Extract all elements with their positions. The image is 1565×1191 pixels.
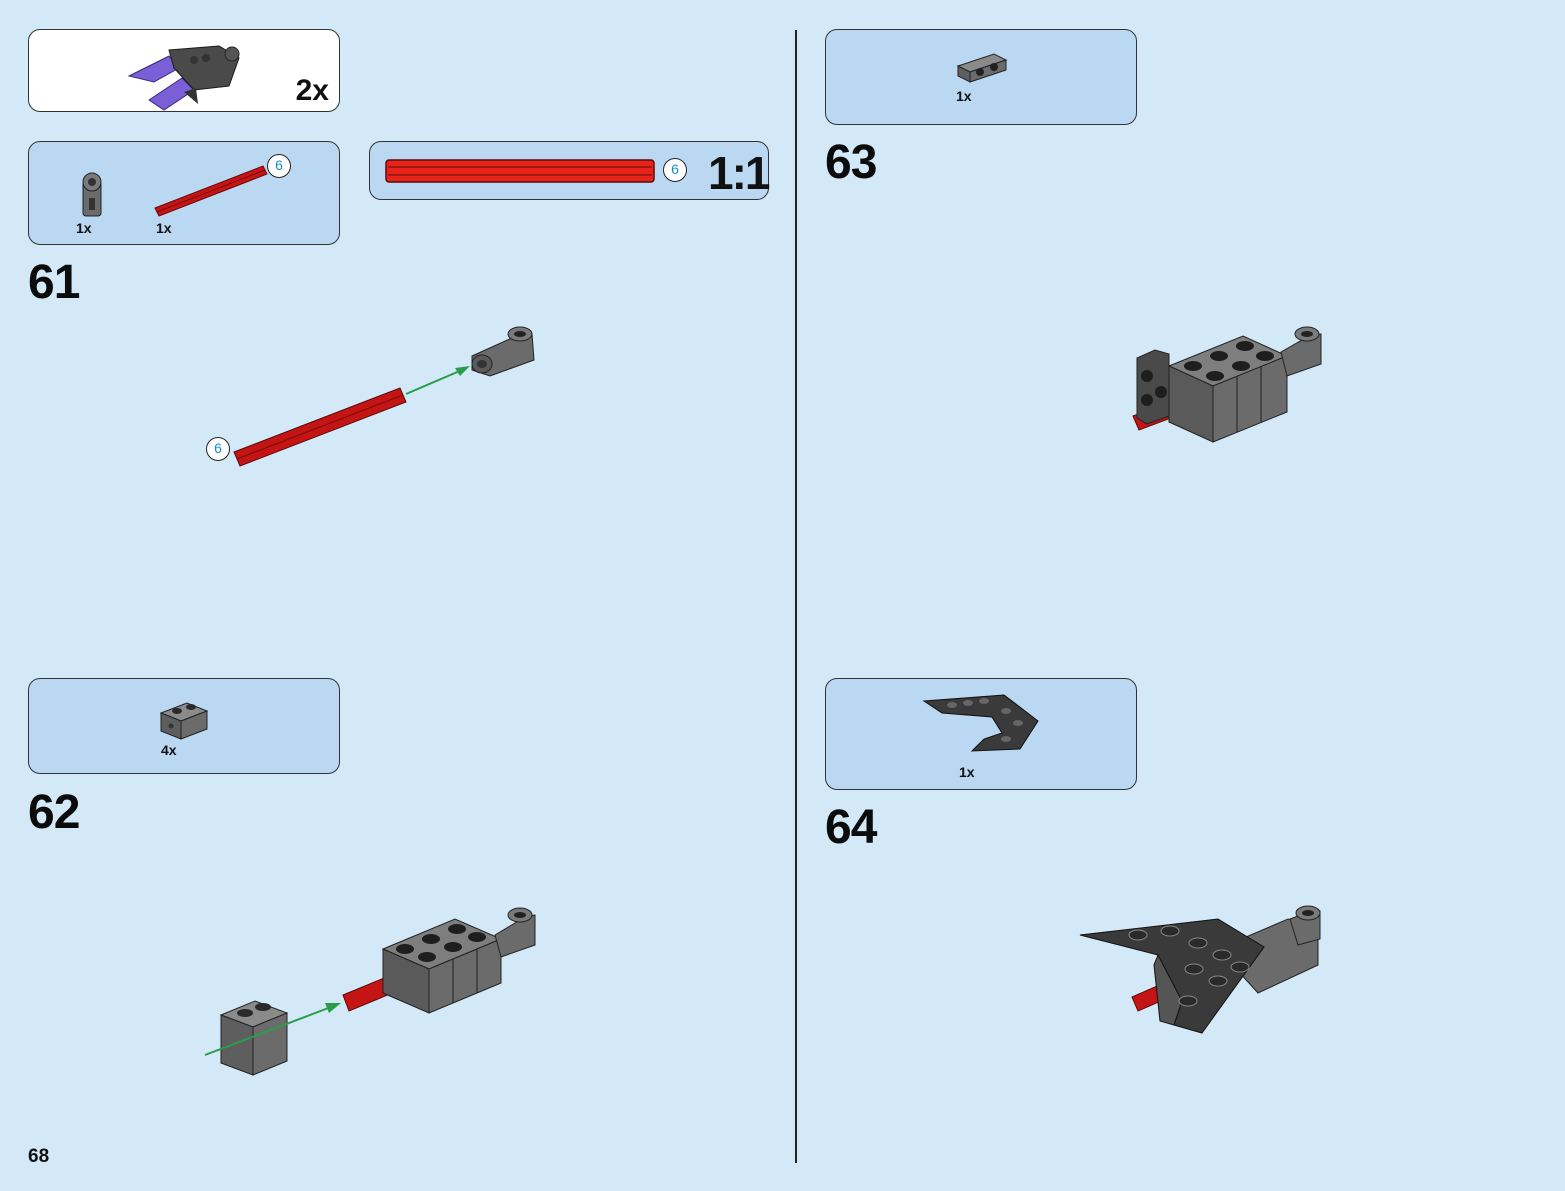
scale-callout: 6 1:1 bbox=[369, 141, 771, 200]
technic-brick-icon bbox=[159, 702, 209, 740]
step-61-illustration bbox=[233, 326, 535, 467]
plate-with-side-studs-icon bbox=[956, 53, 1008, 83]
submodel-callout: 2x bbox=[28, 29, 340, 112]
step-number: 64 bbox=[825, 801, 877, 854]
parts-callout-step-61: 1x 1x 6 bbox=[28, 141, 340, 245]
part-qty: 1x bbox=[76, 220, 92, 236]
axle-length-badge: 6 bbox=[267, 154, 291, 178]
step-64-illustration bbox=[1079, 905, 1321, 1034]
red-axle-icon bbox=[154, 165, 268, 217]
part-qty: 1x bbox=[956, 88, 972, 104]
wedge-plate-icon bbox=[922, 694, 1039, 752]
step-number: 63 bbox=[825, 136, 877, 189]
axle-length-badge: 6 bbox=[663, 158, 687, 182]
part-qty: 1x bbox=[959, 764, 975, 780]
step-number: 61 bbox=[28, 256, 80, 309]
axle-length-badge: 6 bbox=[206, 437, 230, 461]
purple-submodel-icon bbox=[127, 45, 240, 111]
page-number: 68 bbox=[28, 1146, 50, 1167]
step-63-illustration bbox=[1132, 326, 1322, 443]
part-qty: 1x bbox=[156, 220, 172, 236]
technic-pin-connector-icon bbox=[82, 172, 102, 217]
axle-scale-icon bbox=[385, 159, 655, 183]
parts-callout-step-62: 4x bbox=[28, 678, 340, 774]
scale-label: 1:1 bbox=[708, 147, 771, 199]
parts-callout-step-63: 1x bbox=[825, 29, 1137, 125]
page-divider bbox=[795, 30, 797, 1163]
part-qty: 4x bbox=[161, 742, 177, 758]
step-62-illustration bbox=[204, 907, 536, 1076]
multiplier-label: 2x bbox=[295, 74, 329, 107]
parts-callout-step-64: 1x bbox=[825, 678, 1137, 790]
step-number: 62 bbox=[28, 786, 80, 839]
